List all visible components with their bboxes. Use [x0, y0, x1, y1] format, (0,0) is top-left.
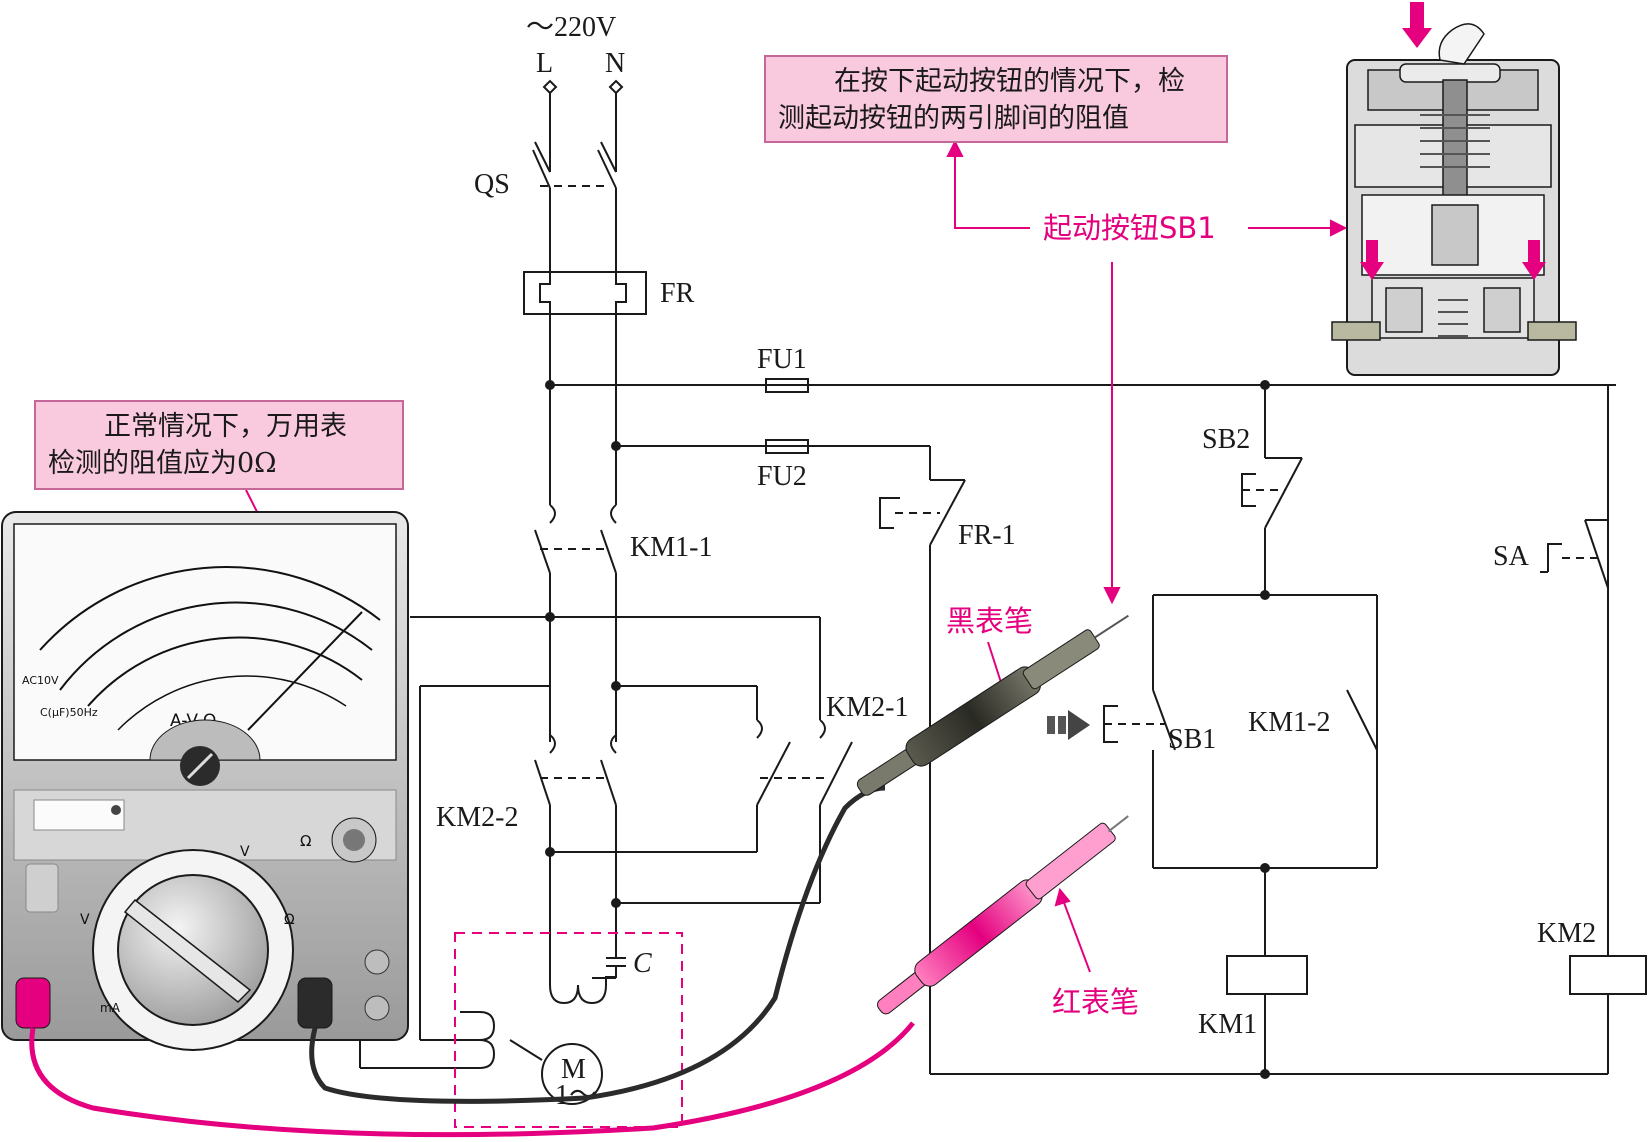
motor-box	[454, 932, 683, 1128]
fr-1-contact	[929, 479, 966, 546]
sa-contact	[1584, 519, 1609, 589]
supply-voltage-label: ～220V	[526, 12, 616, 43]
meter-ohm-range-label: Ω	[284, 912, 295, 928]
left-note-box: 正常情况下，万用表 检测的阻值应为0Ω	[34, 400, 404, 490]
capacitor-label: C	[633, 948, 652, 979]
black-probe[interactable]	[852, 603, 1137, 802]
motor-symbol	[541, 1043, 603, 1105]
motor-winding	[549, 960, 616, 1005]
meter-v-label-left: V	[80, 912, 90, 928]
meter-ohm-adjust-label: Ω	[300, 832, 311, 850]
meter-side-button[interactable]	[25, 863, 59, 913]
km2-2-label: KM2-2	[436, 802, 518, 833]
black-probe-label: 黑表笔	[946, 604, 1033, 638]
sb1-contact	[1152, 689, 1176, 751]
fr-thermal-relay	[523, 271, 647, 315]
fr-label: FR	[660, 278, 695, 309]
km1-1-blade-b	[600, 529, 617, 574]
qs-switch-blade-l	[534, 141, 551, 173]
km1-coil	[1226, 955, 1308, 995]
meter-cap-label: C(μF)50Hz	[40, 706, 98, 719]
top-note-line2: 测起动按钮的两引脚间的阻值	[778, 103, 1129, 134]
left-note-line1: 正常情况下，万用表	[104, 411, 347, 442]
fu1-label: FU1	[757, 344, 807, 375]
callout-arrows	[245, 139, 1348, 973]
left-note-line2: 检测的阻值应为0Ω	[48, 448, 277, 479]
fr-1-label: FR-1	[958, 520, 1016, 551]
km1-1-label: KM1-1	[630, 532, 712, 563]
neutral-label: N	[605, 48, 625, 79]
qs-switch-blade-n	[600, 141, 617, 173]
sb2-contact	[1264, 457, 1303, 529]
sa-label: SA	[1493, 541, 1530, 572]
red-probe-label: 红表笔	[1052, 985, 1139, 1019]
motor-m-label: M	[561, 1054, 586, 1085]
km1-2-label: KM1-2	[1248, 707, 1330, 738]
start-button-callout: 起动按钮SB1	[1043, 211, 1216, 245]
line-label: L	[536, 48, 553, 79]
meter-needle	[247, 611, 363, 731]
red-probe-jack[interactable]	[15, 977, 51, 1029]
red-probe[interactable]	[871, 805, 1136, 1021]
multimeter: A-V-Ω AC10V C(μF)50Hz Ω V V Ω mA	[1, 511, 409, 1051]
fu2-fuse	[765, 439, 809, 454]
meter-ma-label: mA	[100, 1001, 121, 1015]
qs-label: QS	[474, 169, 510, 200]
terminal-n	[608, 79, 624, 95]
km2-coil	[1569, 955, 1647, 995]
meter-ac-label: AC10V	[22, 674, 59, 687]
red-probe-lead	[29, 1021, 915, 1138]
km2-label: KM2	[1537, 918, 1596, 949]
km1-2-contact	[1346, 689, 1378, 751]
top-note-line1: 在按下起动按钮的情况下，检	[834, 66, 1185, 97]
meter-v-label-top: V	[240, 844, 250, 860]
fu1-fuse	[765, 378, 809, 393]
sb2-label: SB2	[1202, 424, 1250, 455]
junction-dots	[545, 380, 1270, 1079]
black-probe-lead	[309, 785, 886, 1104]
press-arrow-icon	[1047, 710, 1090, 740]
terminal-l	[542, 79, 558, 95]
km2-1-label: KM2-1	[826, 692, 908, 723]
km1-1-blade-a	[534, 529, 551, 574]
sb1-label: SB1	[1168, 724, 1216, 755]
fu2-label: FU2	[757, 461, 807, 492]
top-note-box: 在按下起动按钮的情况下，检 测起动按钮的两引脚间的阻值	[764, 55, 1228, 143]
km1-label: KM1	[1198, 1009, 1257, 1040]
black-probe-jack[interactable]	[297, 977, 333, 1029]
main-circuit	[359, 79, 1616, 1128]
push-button-illustration	[1331, 2, 1577, 376]
finger-icon	[1438, 23, 1485, 65]
